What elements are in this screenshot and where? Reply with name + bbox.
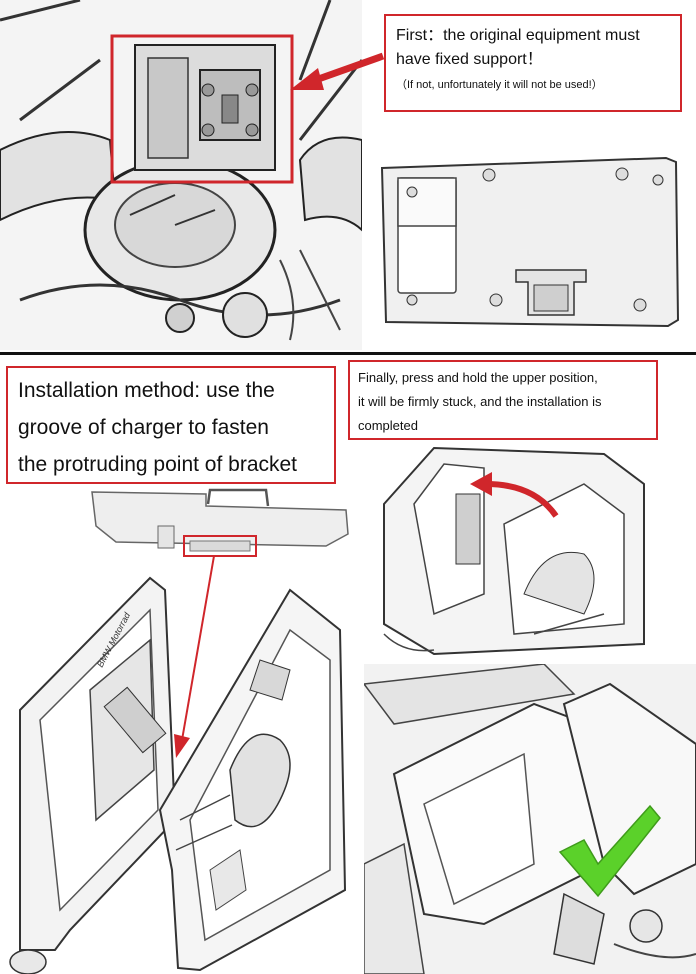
- first-line1: First：the original equipment must: [396, 27, 640, 44]
- green-checkmark-icon: [558, 804, 661, 898]
- red-pointer-arrow-icon: [174, 555, 215, 758]
- cockpit-photo: [0, 0, 362, 350]
- bracket-plate-diagram: [376, 150, 686, 330]
- bracket-assembly-drawing: BMW Motorrad: [0, 570, 362, 974]
- finally-callout: Finally, press and hold the upper positi…: [348, 360, 658, 440]
- method-line1: Installation method: use the: [18, 379, 275, 402]
- red-arrow-icon: [290, 52, 385, 90]
- installation-method-callout: Installation method: use the groove of c…: [6, 366, 336, 484]
- finally-line3: completed: [358, 418, 418, 433]
- first-line2: have fixed support！: [396, 51, 543, 68]
- first-requirement-callout: First：the original equipment must have f…: [384, 14, 682, 112]
- section-divider: [0, 352, 696, 355]
- press-install-photo: [374, 444, 696, 658]
- finally-line1: Finally, press and hold the upper positi…: [358, 370, 598, 385]
- finally-line2: it will be firmly stuck, and the install…: [358, 394, 602, 409]
- method-line3: the protruding point of bracket: [18, 453, 298, 476]
- method-line2: groove of charger to fasten: [18, 416, 269, 439]
- curved-red-arrow-icon: [485, 481, 559, 518]
- charger-profile-drawing: [86, 486, 356, 566]
- first-line3: （If not, unfortunately it will not be us…: [396, 79, 603, 91]
- installed-closeup-photo: [364, 664, 696, 974]
